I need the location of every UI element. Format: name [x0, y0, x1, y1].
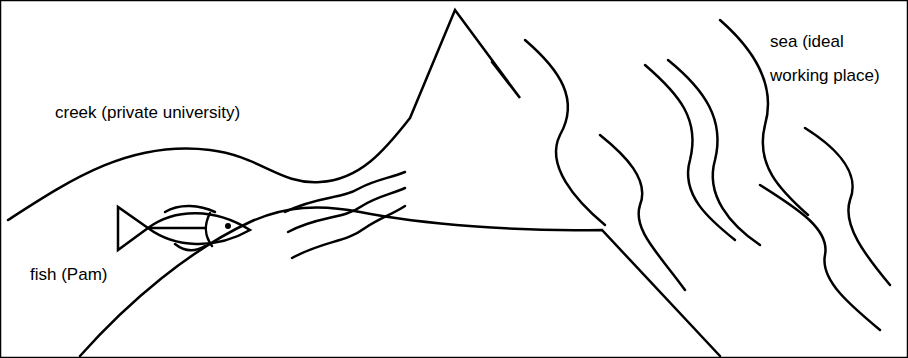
fish-fin [175, 244, 205, 250]
wave-line [288, 188, 405, 232]
fish-tail [118, 207, 148, 250]
sea-wave [805, 128, 890, 285]
sea-wave [645, 65, 735, 240]
fish-fin [165, 206, 215, 212]
label-text: fish (Pam) [30, 258, 150, 292]
label-text: creek (private university) [55, 96, 315, 130]
fish-body [148, 213, 250, 244]
sea-wave [525, 40, 605, 225]
sea-wave [600, 135, 685, 290]
wave-line [292, 206, 405, 258]
fish-eye [225, 223, 231, 229]
fish-line [150, 227, 205, 230]
label-text: sea (ideal working place) [770, 25, 895, 93]
creek-upper-bank [8, 10, 520, 220]
sea-wave [760, 185, 880, 330]
creek-lower-bank [80, 207, 720, 356]
fish-gill [206, 213, 212, 246]
wave-line [285, 172, 405, 212]
sea-wave [668, 60, 760, 245]
